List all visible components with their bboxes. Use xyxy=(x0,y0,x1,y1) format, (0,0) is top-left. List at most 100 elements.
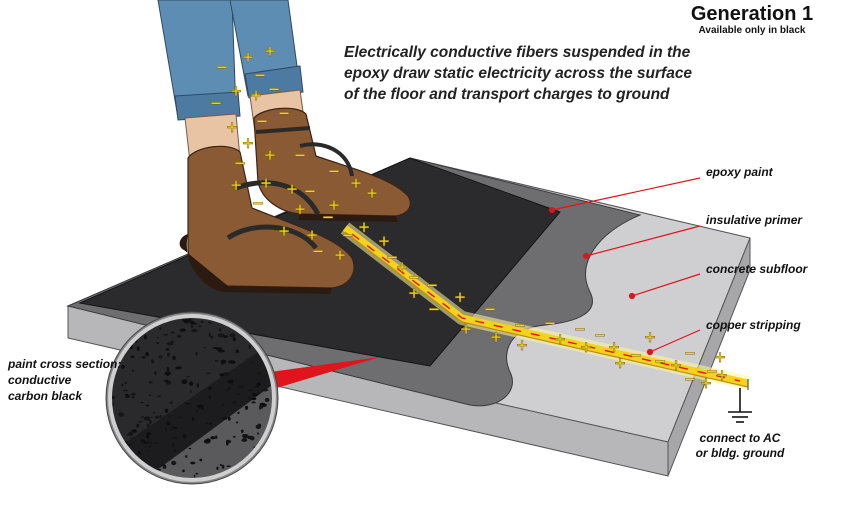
positive-charge: + xyxy=(306,226,319,244)
positive-charge: + xyxy=(226,118,239,136)
carbon-pore xyxy=(203,346,206,349)
carbon-pore xyxy=(220,359,227,364)
positive-charge: + xyxy=(264,146,277,164)
copper-stripping xyxy=(340,222,750,390)
positive-charge: + xyxy=(670,356,683,374)
positive-charge: + xyxy=(516,336,529,354)
label-epoxy-paint: epoxy paint xyxy=(706,165,774,179)
carbon-pore xyxy=(179,328,187,332)
carbon-pore xyxy=(125,394,131,398)
carbon-pore xyxy=(195,351,198,356)
carbon-pore xyxy=(185,455,188,458)
negative-charge: − xyxy=(216,58,229,76)
carbon-pore xyxy=(130,437,134,439)
negative-charge: − xyxy=(594,326,607,344)
positive-charge: + xyxy=(378,232,391,250)
carbon-pore xyxy=(242,433,245,438)
label-cross-section-line-2: conductive xyxy=(8,373,72,387)
negative-charge: − xyxy=(654,352,667,370)
carbon-pore xyxy=(145,450,149,452)
carbon-pore xyxy=(164,427,167,432)
carbon-pore xyxy=(146,432,152,435)
carbon-pore xyxy=(144,416,151,421)
carbon-pore xyxy=(232,400,237,405)
carbon-pore xyxy=(199,458,203,462)
positive-charge: + xyxy=(230,176,243,194)
carbon-pore xyxy=(189,320,195,325)
carbon-pore xyxy=(189,381,194,386)
copper-edge xyxy=(344,231,749,388)
ground-symbol-icon xyxy=(728,388,752,423)
carbon-pore xyxy=(126,443,133,446)
caption-line-3: of the floor and transport charges to gr… xyxy=(344,86,670,103)
carbon-pore xyxy=(195,472,199,475)
carbon-pore xyxy=(253,446,256,448)
carbon-pore xyxy=(168,415,171,418)
carbon-pore xyxy=(143,441,149,444)
carbon-pore xyxy=(272,435,274,440)
carbon-pore xyxy=(188,447,192,450)
carbon-pore xyxy=(131,429,137,433)
carbon-pore xyxy=(146,423,150,428)
carbon-pore xyxy=(215,360,219,362)
carbon-pore xyxy=(229,333,235,338)
carbon-pore xyxy=(164,408,169,413)
carbon-pore xyxy=(227,416,231,421)
carbon-pore xyxy=(193,474,196,478)
carbon-pore xyxy=(166,367,170,372)
carbon-pore xyxy=(190,324,194,328)
carbon-pore xyxy=(155,415,160,419)
leader-epoxy xyxy=(551,177,701,211)
carbon-pore xyxy=(227,379,234,384)
label-cross-section-line-3: carbon black xyxy=(8,389,83,403)
positive-charge: + xyxy=(580,338,593,356)
positive-charge: + xyxy=(714,348,727,366)
carbon-pore xyxy=(148,445,151,448)
carbon-pore xyxy=(216,466,219,470)
carbon-pore xyxy=(181,379,188,385)
label-insulative-primer: insulative primer xyxy=(706,213,803,227)
carbon-pore xyxy=(162,464,167,470)
negative-charge: − xyxy=(312,242,325,260)
carbon-pore xyxy=(190,461,196,465)
carbon-pore xyxy=(237,471,243,475)
carbon-pore xyxy=(171,460,177,466)
carbon-pore xyxy=(253,386,257,388)
carbon-pore xyxy=(122,389,129,392)
carbon-pore xyxy=(259,404,264,409)
positive-charge: + xyxy=(554,330,567,348)
carbon-pore xyxy=(141,356,146,359)
charge-symbols: −+++−+−+−−+−−+−+++−−−++++++−−+−++−+−+−+−… xyxy=(210,42,729,392)
carbon-pore xyxy=(140,401,144,403)
positive-charge: + xyxy=(242,134,255,152)
carbon-pore xyxy=(137,450,141,455)
carbon-pore xyxy=(169,401,173,405)
caption-line-1: Electrically conductive fibers suspended… xyxy=(344,44,691,61)
carbon-pore xyxy=(118,412,125,417)
carbon-pore xyxy=(192,417,195,422)
carbon-pore xyxy=(248,389,253,392)
carbon-pore xyxy=(195,409,198,413)
positive-charge: + xyxy=(242,48,255,66)
carbon-pore xyxy=(153,411,155,414)
carbon-pore xyxy=(158,355,163,359)
carbon-pore xyxy=(244,405,249,410)
carbon-pore xyxy=(241,438,248,442)
carbon-pore xyxy=(173,449,177,452)
carbon-pore xyxy=(171,436,178,440)
negative-charge: − xyxy=(574,320,587,338)
negative-charge: − xyxy=(252,194,265,212)
label-cross-section-line-1: paint cross section: xyxy=(7,357,121,371)
positive-charge: + xyxy=(644,328,657,346)
carbon-pore xyxy=(207,321,213,324)
carbon-pore xyxy=(131,471,134,476)
carbon-pore xyxy=(226,465,231,468)
negative-charge: − xyxy=(328,162,341,180)
carbon-pore xyxy=(239,384,245,389)
carbon-pore xyxy=(210,422,213,425)
carbon-pore xyxy=(149,441,153,445)
label-concrete-subfloor: concrete subfloor xyxy=(706,262,809,276)
carbon-pore xyxy=(124,393,129,396)
carbon-pore xyxy=(251,401,256,404)
carbon-pore xyxy=(235,349,239,354)
